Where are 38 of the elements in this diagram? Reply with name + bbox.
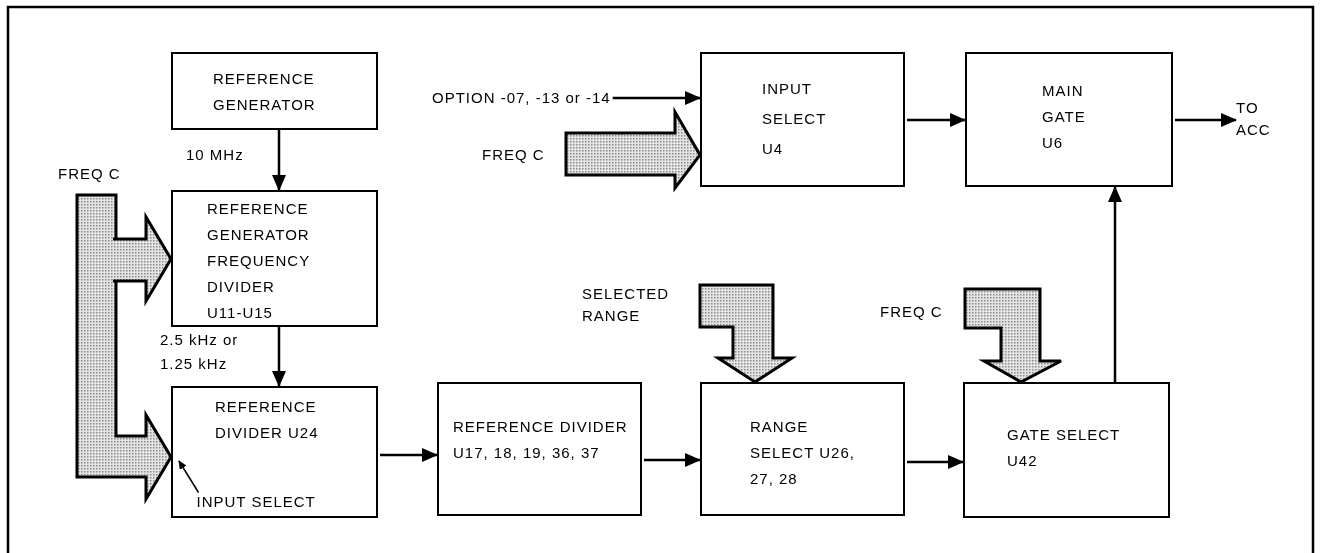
block-label: RANGE SELECT U26, 27, 28 [750, 417, 856, 489]
bus-arrow [963, 287, 1063, 384]
signal-label: SELECTED RANGE [582, 283, 694, 327]
arrow [380, 448, 438, 462]
arrow [1108, 186, 1122, 382]
bus-arrow [75, 193, 173, 505]
signal-label: INPUT SELECT [196, 490, 316, 513]
arrow [907, 113, 966, 127]
block-label: REFERENCE GENERATOR [213, 69, 317, 115]
block-box [171, 52, 378, 130]
block-label: GATE SELECT U42 [1007, 425, 1121, 471]
signal-label: OPTION -07, -13 or -14 [432, 87, 611, 109]
signal-label: TO ACC [1236, 97, 1292, 141]
bus-arrow [564, 106, 702, 193]
leader-line [178, 460, 200, 494]
block-label: INPUT SELECT U4 [762, 79, 828, 159]
arrow [907, 455, 964, 469]
block-box [437, 382, 642, 516]
block-label: REFERENCE GENERATOR FREQUENCY DIVIDER U11-U15 [207, 199, 311, 323]
block-box [171, 386, 378, 518]
block-box [700, 52, 905, 187]
arrow [612, 91, 701, 105]
arrow [644, 453, 701, 467]
arrow [272, 130, 286, 191]
block-label: REFERENCE DIVIDER U17, 18, 19, 36, 37 [453, 417, 629, 463]
block-label: MAIN GATE U6 [1042, 81, 1087, 153]
arrow [272, 327, 286, 387]
signal-label: FREQ C [880, 301, 943, 323]
bus-arrow [111, 211, 173, 307]
arrow [1175, 113, 1237, 127]
block-box [171, 190, 378, 327]
block-box [700, 382, 905, 516]
bus-arrow [698, 283, 798, 384]
block-box [965, 52, 1173, 187]
signal-label: FREQ C [58, 163, 121, 185]
block-box [963, 382, 1170, 518]
block-label: REFERENCE DIVIDER U24 [215, 397, 320, 443]
signal-label: FREQ C [482, 144, 545, 166]
